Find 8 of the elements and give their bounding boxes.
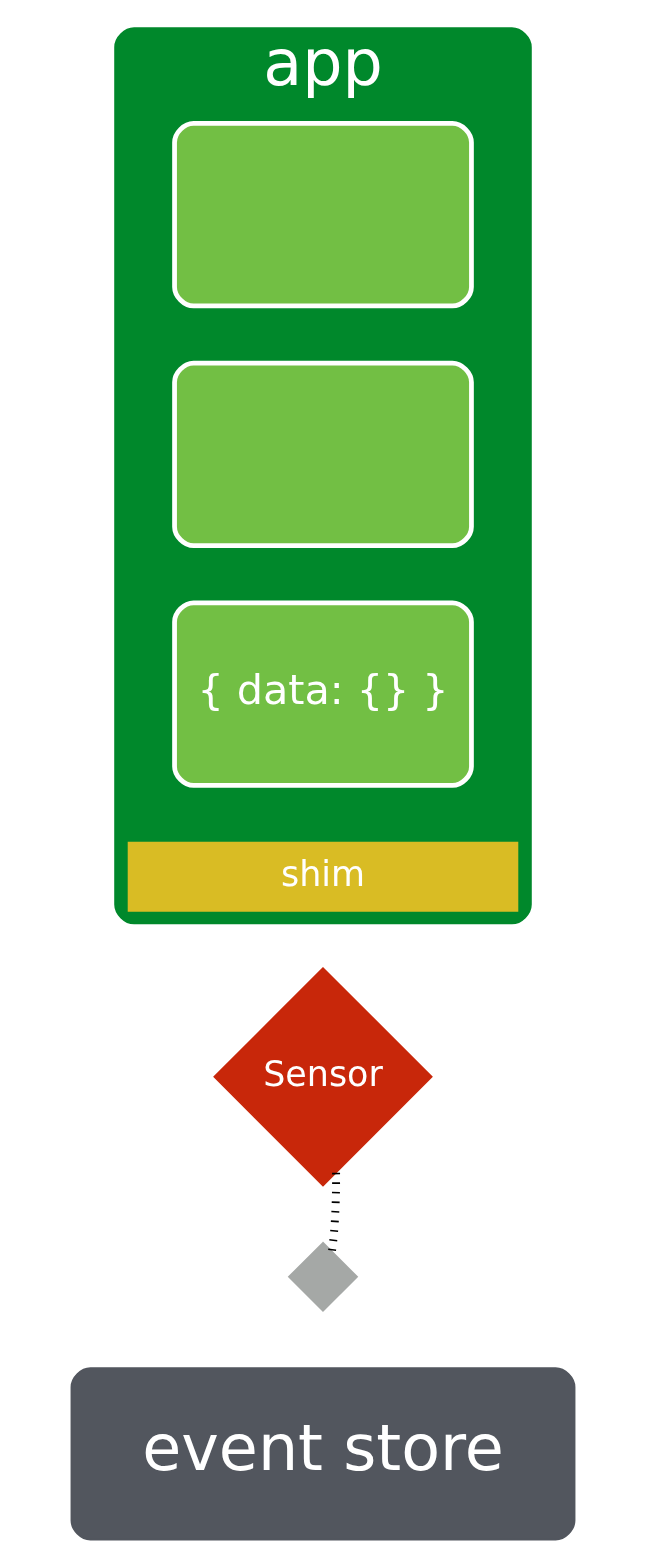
node-box	[172, 121, 474, 309]
node-box: shim	[127, 841, 519, 912]
node-box	[172, 360, 474, 549]
node-diamond	[287, 1241, 359, 1313]
node-box: { data: {} }	[172, 600, 474, 788]
node-diamond: Sensor	[213, 966, 433, 1187]
connector	[327, 1172, 341, 1253]
node-box: event store	[70, 1367, 576, 1541]
